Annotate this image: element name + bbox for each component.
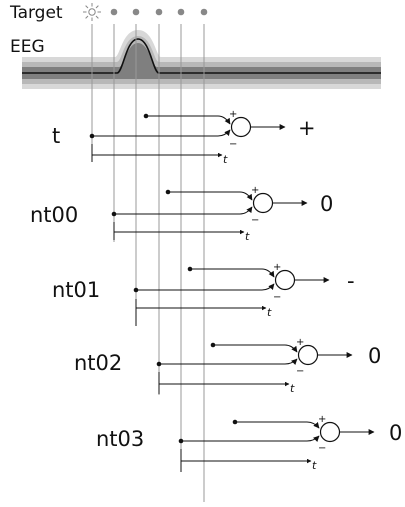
plus-input-line xyxy=(146,115,231,125)
minus-sign: − xyxy=(296,366,304,377)
time-axis-label: t xyxy=(290,382,295,395)
plus-input-line xyxy=(168,191,253,201)
plus-input-line xyxy=(235,421,320,429)
eeg-trace xyxy=(22,38,381,74)
minus-sign: − xyxy=(273,292,281,303)
time-axis-label: t xyxy=(267,306,272,319)
output-value: 0 xyxy=(389,421,402,445)
minus-sign: − xyxy=(251,215,259,226)
row-label: nt02 xyxy=(74,351,122,375)
row-label: nt00 xyxy=(30,203,78,227)
comparator-row-nt00: nt00 + − 0 t xyxy=(30,185,333,243)
plus-sign: + xyxy=(273,262,281,273)
comparator-node xyxy=(297,344,319,366)
stimulus-dot-icon xyxy=(110,8,118,16)
comparator-row-nt02: nt02 + − 0 t xyxy=(74,337,381,395)
time-axis-label: t xyxy=(223,153,228,166)
minus-sign: − xyxy=(229,139,237,150)
stimulus-dot-icon xyxy=(132,8,140,16)
plus-sign: + xyxy=(251,185,259,196)
stimulus-dot-icon xyxy=(177,8,185,16)
time-guides xyxy=(91,24,205,502)
comparator-row-nt03: nt03 + − 0 t xyxy=(96,414,402,472)
output-value: - xyxy=(347,269,355,293)
plus-input-line xyxy=(213,344,298,353)
output-value: 0 xyxy=(320,192,333,216)
comparator-node xyxy=(252,192,274,214)
minus-input-line xyxy=(136,283,275,291)
stimulus-dot-icon xyxy=(155,8,163,16)
plus-sign: + xyxy=(229,109,237,120)
minus-input-line xyxy=(114,206,253,215)
plus-sign: + xyxy=(318,414,326,425)
eeg-signal-band xyxy=(22,30,381,89)
output-value: 0 xyxy=(368,344,381,368)
plus-sign: + xyxy=(296,337,304,348)
minus-input-line xyxy=(92,129,231,137)
minus-input-line xyxy=(159,358,298,365)
stimulus-dot-icon xyxy=(200,8,208,16)
row-label: nt01 xyxy=(52,278,100,302)
sun-icon xyxy=(83,3,101,21)
comparator-row-nt01: nt01 + − - t xyxy=(52,262,355,326)
comparator-node xyxy=(319,421,341,443)
comparator-row-t: t + − + t xyxy=(52,109,316,166)
minus-sign: − xyxy=(318,443,326,454)
eeg-label: EEG xyxy=(10,37,45,57)
target-label: Target xyxy=(9,3,63,23)
minus-input-line xyxy=(181,435,320,442)
plus-input-line xyxy=(190,268,275,278)
time-axis-label: t xyxy=(245,230,250,243)
row-label: t xyxy=(52,124,60,148)
comparator-node xyxy=(274,269,296,291)
row-label: nt03 xyxy=(96,427,144,451)
time-axis-label: t xyxy=(312,459,317,472)
comparator-node xyxy=(230,116,252,138)
output-value: + xyxy=(298,116,316,140)
